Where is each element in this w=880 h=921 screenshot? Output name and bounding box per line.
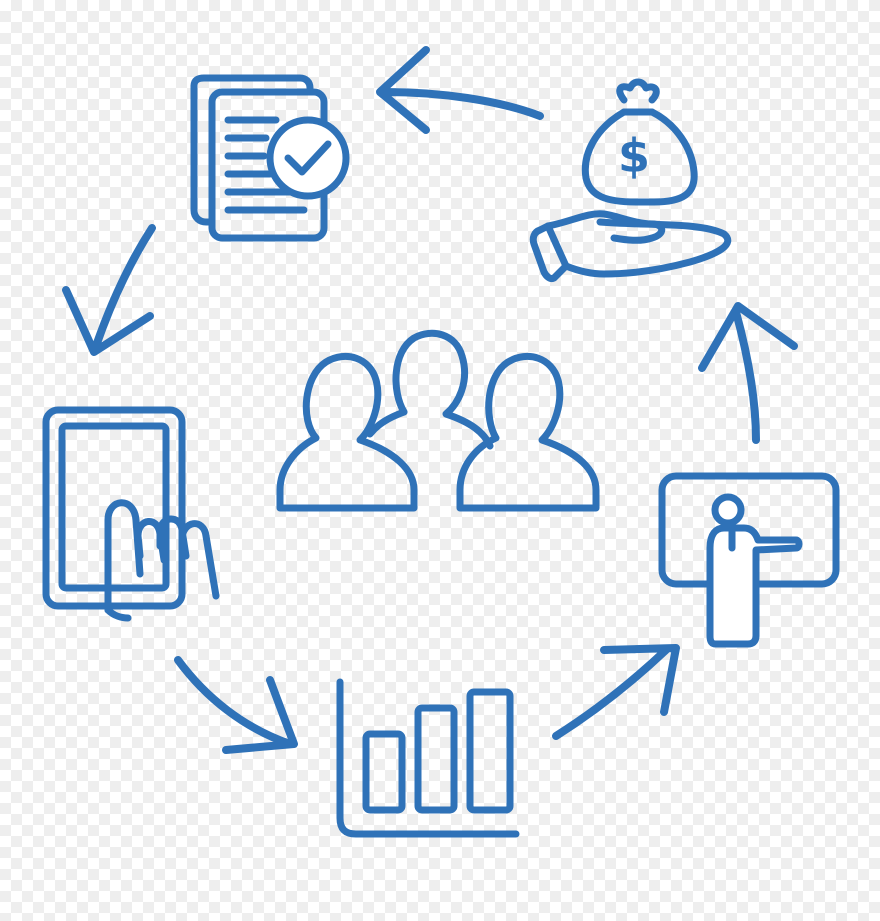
check-circle [266, 116, 350, 200]
documents-approved-icon [190, 74, 350, 242]
person-middle-shoulder-left [366, 408, 408, 438]
chart-bar-3 [466, 688, 514, 814]
money-bag-dollar: $ [618, 129, 650, 183]
arrow-presentation-to-money [698, 302, 798, 444]
arrow-tablet-to-chart [174, 656, 298, 754]
bag-body [581, 108, 698, 206]
tablet-screen [58, 422, 170, 592]
bar-chart-icon [336, 678, 520, 838]
team-people-icon [276, 329, 600, 512]
presenter-head [711, 493, 745, 527]
hand-finger-4 [178, 520, 220, 600]
hand-index-finger [104, 499, 144, 614]
chart-bar-1 [362, 730, 406, 814]
chart-bar-2 [414, 704, 458, 814]
bag-tie [616, 78, 660, 104]
person-left [276, 352, 418, 512]
chart-axis [336, 678, 520, 838]
arrow-documents-to-tablet [62, 224, 156, 356]
hand-cuff [529, 222, 570, 282]
presentation-board-icon [658, 472, 840, 648]
hand-base [104, 606, 132, 622]
person-right [456, 352, 600, 512]
presenter-body [706, 524, 803, 648]
doc-middle [190, 74, 314, 92]
arrow-chart-to-presentation [552, 644, 680, 740]
tablet-frame [42, 406, 186, 610]
arrow-money-to-documents [376, 46, 544, 134]
money-bag-hand-icon: $ [529, 78, 732, 282]
person-middle [392, 329, 494, 450]
doc-back [190, 82, 216, 226]
check-mark [284, 140, 332, 176]
hand-fingers [562, 218, 732, 278]
tablet-touch-icon [42, 406, 220, 622]
